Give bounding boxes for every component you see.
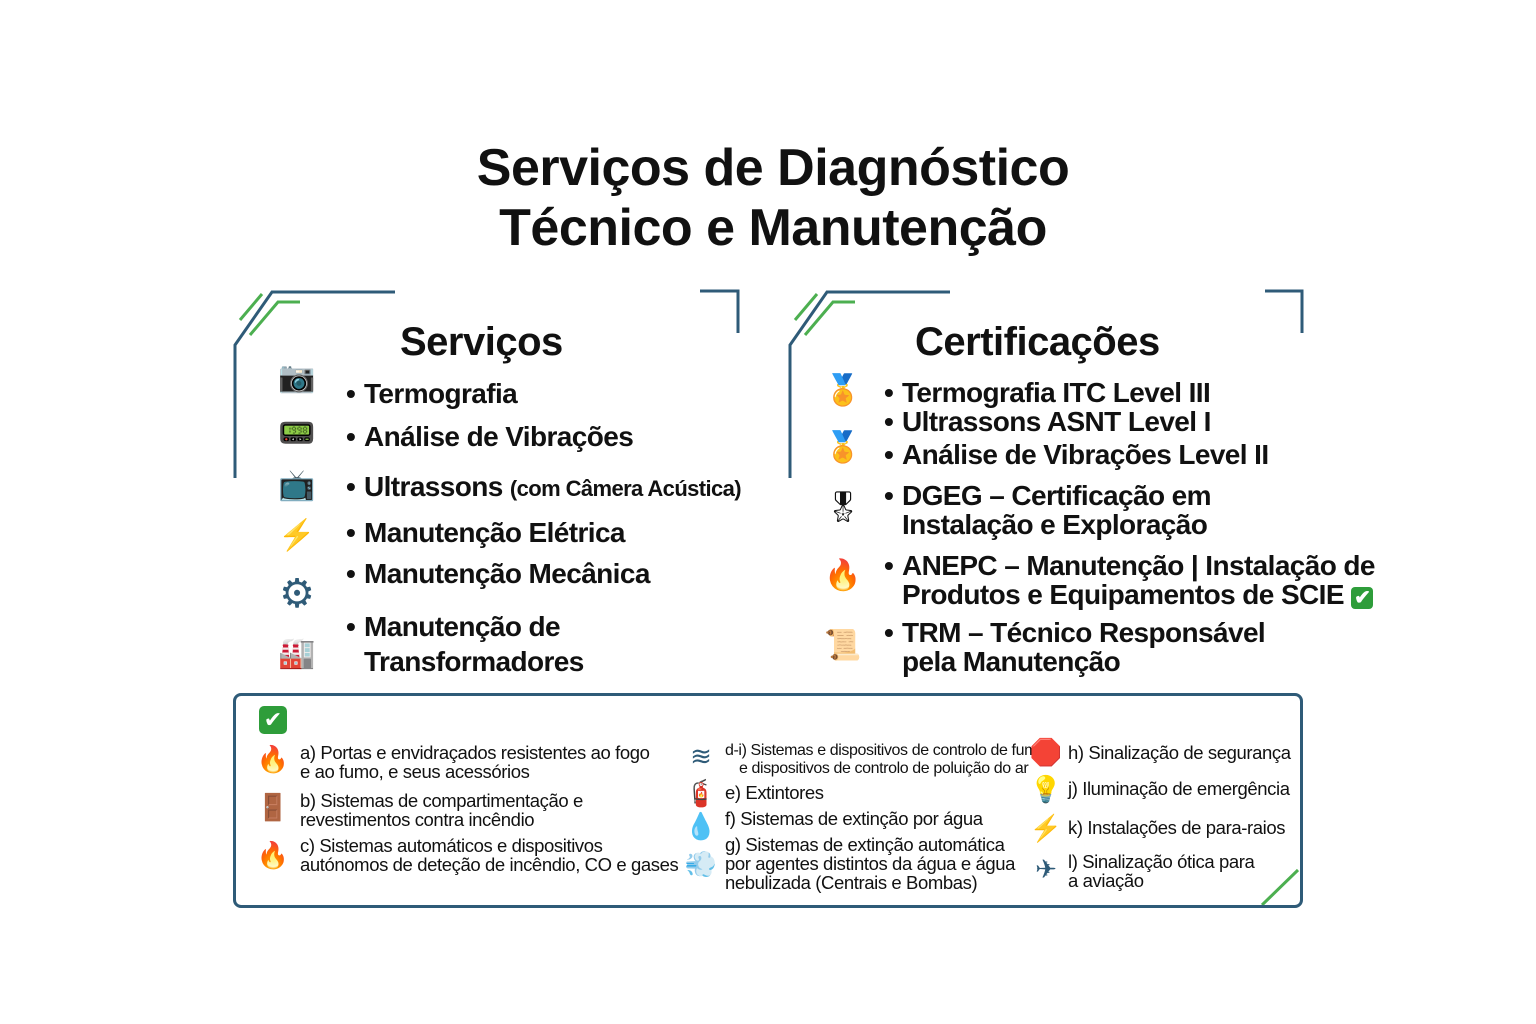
certifications-heading: Certificações <box>915 320 1160 364</box>
page-title: Serviços de Diagnóstico Técnico e Manute… <box>476 139 1070 257</box>
water-drop-icon: 💧 <box>684 811 718 841</box>
transformer-icon: 🏭 <box>278 637 316 670</box>
scie-box <box>233 693 1303 908</box>
scie-item: k) Instalações de para-raios <box>1068 817 1286 838</box>
scie-item: a) Portas e envidraçados resistentes ao … <box>300 742 650 782</box>
gear-icon: ⚙ <box>279 572 315 616</box>
fire-icon: 🔥 <box>256 744 290 774</box>
medal-icon: 🎖 <box>823 491 863 524</box>
vibration-analyzer-icon: 📟 <box>278 417 316 450</box>
check-icon: ✔ <box>1351 587 1374 609</box>
certificate-icon: 📜 <box>824 629 862 662</box>
service-item: •Ultrassons (com Câmera Acústica) <box>346 471 742 502</box>
fire-extinguisher-icon: 🧯 <box>684 778 718 808</box>
scie-item: j) Iluminação de emergência <box>1068 778 1290 799</box>
award-ribbon-icon: 🏅 <box>824 431 862 464</box>
door-icon: 🚪 <box>256 792 290 822</box>
light-bulb-icon: 💡 <box>1029 774 1063 804</box>
service-item: •Análise de Vibrações <box>346 421 634 452</box>
check-icon: ✔ <box>259 706 287 734</box>
lightning-icon: ⚡ <box>1029 813 1063 843</box>
scie-item: d-i) Sistemas e dispositivos de controlo… <box>725 742 1046 777</box>
scie-item: e) Extintores <box>725 782 824 803</box>
certification-item: •Termografia ITC Level III <box>884 377 1211 408</box>
mist-cloud-icon: 💨 <box>684 849 718 879</box>
wind-icon: ≋ <box>690 741 712 771</box>
service-item: •Manutenção Elétrica <box>346 517 626 548</box>
services-heading: Serviços <box>400 320 563 364</box>
certification-item: •Análise de Vibrações Level II <box>884 439 1269 470</box>
fire-icon: 🔥 <box>256 840 290 870</box>
airplane-icon: ✈ <box>1035 854 1057 884</box>
lightning-icon: ⚡ <box>278 519 316 552</box>
scie-item: h) Sinalização de segurança <box>1068 742 1291 763</box>
thermal-camera-icon: 📷 <box>278 361 316 394</box>
certification-item: •Ultrassons ASNT Level I <box>884 406 1211 437</box>
service-item: •Termografia <box>346 378 518 409</box>
stop-sign-icon: 🛑 <box>1029 737 1063 767</box>
service-item: •Manutenção Mecânica <box>346 558 650 589</box>
acoustic-camera-icon: 📺 <box>278 469 316 502</box>
fire-icon: 🔥 <box>824 559 862 592</box>
award-ribbon-icon: 🏅 <box>824 374 862 407</box>
scie-item: f) Sistemas de extinção por água <box>725 808 983 829</box>
